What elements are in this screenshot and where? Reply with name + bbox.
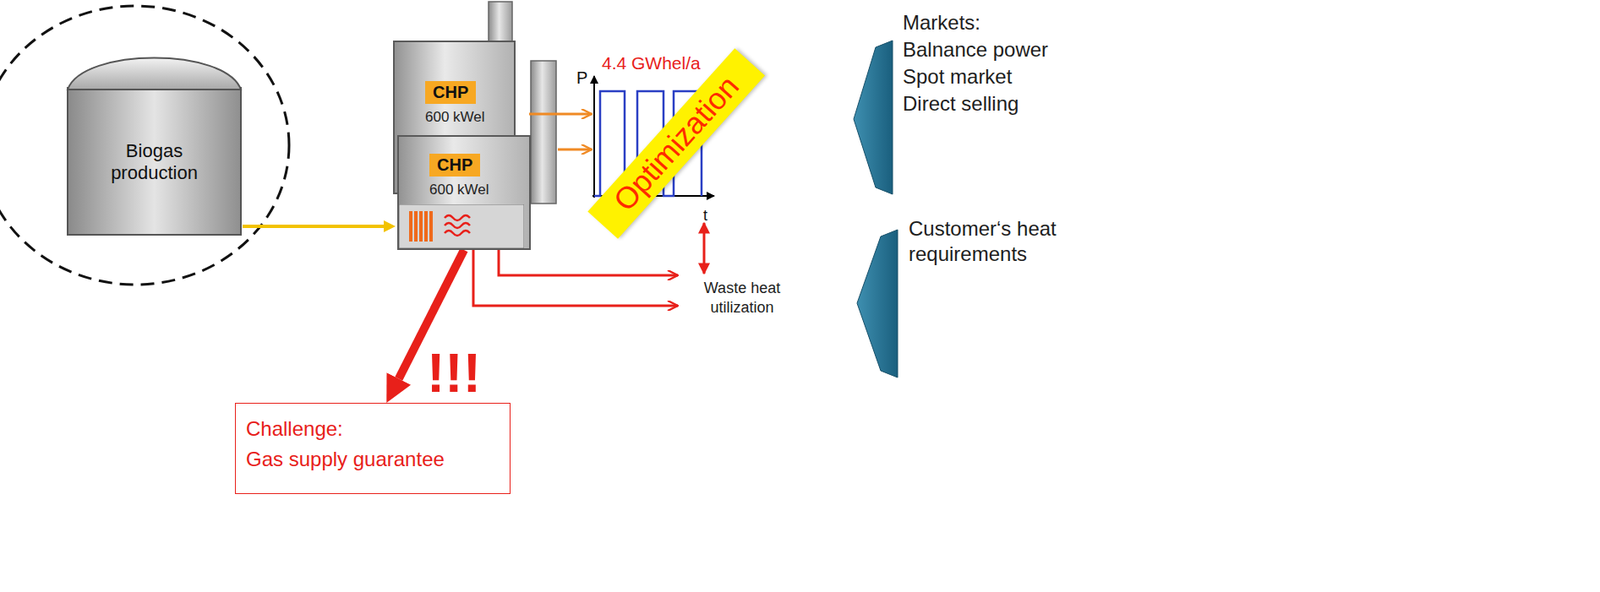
input-arrow <box>857 229 898 378</box>
power-arrow <box>529 113 592 116</box>
heat-demand-label: Customer‘s heat requirements <box>908 216 1087 268</box>
optimization-band: Optimization <box>587 48 765 239</box>
exclamation-marks: !!! <box>426 346 481 401</box>
challenge-heading: Challenge: <box>245 414 344 445</box>
chp-unit: CHP 600 kWel <box>397 135 531 251</box>
storage-tank: Biogas production <box>65 40 243 237</box>
energy-value: 4.4 GWhel/a <box>601 52 701 75</box>
gas-flow-arrow <box>242 224 384 229</box>
axis-label: t <box>703 206 708 226</box>
power-arrow <box>557 148 592 152</box>
tank-shape <box>65 40 243 237</box>
market-item: Balnance power <box>902 37 1049 63</box>
heat-arrow <box>498 250 678 276</box>
tank-label: Biogas production <box>91 140 219 186</box>
heat-arrow <box>473 250 678 306</box>
system-boundary <box>0 5 290 285</box>
input-arrow <box>853 40 893 195</box>
markets-heading: Markets: <box>902 10 981 36</box>
power-rating: 600 kWel <box>425 109 514 126</box>
power-rating: 600 kWel <box>429 181 530 199</box>
axis <box>593 76 596 198</box>
axis-label: P <box>576 67 588 89</box>
double-arrow <box>703 223 706 274</box>
chimney <box>530 60 557 204</box>
unit-tag: CHP <box>429 153 481 177</box>
heat-label: Waste heat utilization <box>682 278 802 317</box>
challenge-text: Gas supply guarantee <box>245 444 445 476</box>
heat-exchanger <box>398 204 525 249</box>
market-item: Direct selling <box>902 91 1019 117</box>
challenge-box: Challenge:Gas supply guarantee!!! <box>234 403 511 495</box>
unit-tag: CHP <box>425 81 476 104</box>
market-item: Spot market <box>902 64 1012 90</box>
